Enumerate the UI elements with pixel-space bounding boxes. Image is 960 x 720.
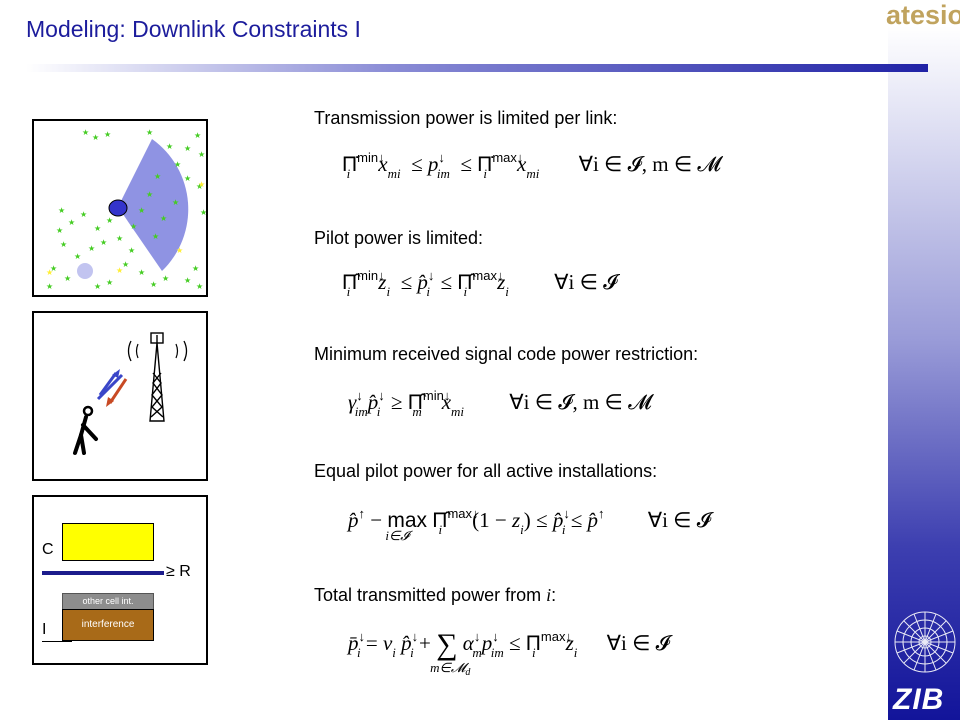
title-rule [26, 64, 928, 72]
svg-text:★: ★ [150, 280, 157, 289]
svg-text:★: ★ [160, 214, 167, 223]
svg-text:★: ★ [64, 274, 71, 283]
ci-panel: C ≥ R other cell int. interference I [32, 495, 208, 665]
svg-text:★: ★ [116, 266, 123, 275]
r-label: ≥ R [166, 563, 191, 580]
svg-text:★: ★ [138, 268, 145, 277]
tower-icon [149, 332, 165, 422]
slide-title: Modeling: Downlink Constraints I [26, 16, 361, 42]
svg-text:★: ★ [196, 282, 203, 291]
quantifier-3: ∀i ∈ 𝓘, m ∈ 𝓜 [509, 390, 652, 414]
svg-text:★: ★ [106, 216, 113, 225]
svg-text:★: ★ [198, 180, 205, 189]
threshold-bar [42, 571, 164, 575]
svg-text:★: ★ [46, 268, 53, 277]
svg-text:★: ★ [46, 282, 53, 291]
svg-text:★: ★ [74, 252, 81, 261]
i-label: I [42, 621, 47, 638]
svg-text:★: ★ [58, 206, 65, 215]
heading-total-power: Total transmitted power from i: [314, 585, 557, 605]
svg-text:★: ★ [94, 224, 101, 233]
svg-text:★: ★ [196, 182, 203, 191]
quantifier-5: ∀i ∈ 𝓘 [606, 631, 670, 655]
other-cell-box: other cell int. [62, 593, 154, 610]
interference-box: interference [62, 609, 154, 641]
station-marker [108, 199, 128, 217]
svg-text:★: ★ [184, 276, 191, 285]
antenna-sector [118, 139, 189, 271]
heading-total-text: Total transmitted power from [314, 585, 547, 605]
svg-text:★: ★ [200, 208, 206, 217]
baseline [42, 641, 72, 642]
svg-text:★: ★ [128, 246, 135, 255]
heading-rscp: Minimum received signal code power restr… [314, 344, 699, 364]
svg-text:★: ★ [154, 172, 161, 181]
svg-text:★: ★ [192, 264, 199, 273]
secondary-station [77, 263, 93, 279]
sidebar-gradient [888, 26, 960, 720]
svg-text:★: ★ [166, 142, 173, 151]
svg-text:★: ★ [50, 264, 57, 273]
svg-text:★: ★ [152, 232, 159, 241]
svg-text:★: ★ [194, 131, 201, 140]
svg-text:★: ★ [82, 128, 89, 137]
svg-text:★: ★ [92, 133, 99, 142]
svg-text:★: ★ [94, 282, 101, 291]
quantifier-2: ∀i ∈ 𝓘 [554, 270, 618, 294]
signal-box [62, 523, 154, 561]
svg-text:★: ★ [184, 144, 191, 153]
svg-text:★: ★ [176, 246, 183, 255]
svg-text:★: ★ [60, 240, 67, 249]
c-label: C [42, 541, 54, 558]
quantifier-1: ∀i ∈ 𝓘, m ∈ 𝓜 [578, 152, 721, 176]
svg-text:★: ★ [184, 174, 191, 183]
svg-text:★: ★ [104, 130, 111, 139]
person-icon [73, 405, 98, 455]
svg-text:★: ★ [146, 128, 153, 137]
svg-text:★: ★ [100, 238, 107, 247]
downlink-arrow [108, 378, 128, 404]
quantifier-4: ∀i ∈ 𝓘 [647, 508, 711, 532]
atesio-logo: atesio [886, 0, 960, 30]
svg-text:★: ★ [162, 274, 169, 283]
svg-text:★: ★ [146, 190, 153, 199]
link-panel [32, 311, 208, 481]
heading-transmission: Transmission power is limited per link: [314, 108, 618, 128]
heading-pilot: Pilot power is limited: [314, 228, 484, 248]
zib-logo-text: ZIB [893, 683, 945, 716]
uplink-arrow [96, 373, 124, 401]
svg-text:★: ★ [68, 218, 75, 227]
svg-text:★: ★ [116, 234, 123, 243]
svg-text:★: ★ [88, 244, 95, 253]
svg-text:★: ★ [80, 210, 87, 219]
svg-text:★: ★ [106, 278, 113, 287]
sector-map: ★★★★ ★★★★ ★★★★ ★★★★ ★★★★ ★★★★ ★★★★ ★★★★ … [46, 128, 207, 291]
link-illustration [73, 332, 188, 455]
sector-map-panel: ★★★★ ★★★★ ★★★★ ★★★★ ★★★★ ★★★★ ★★★★ ★★★★ … [32, 119, 208, 297]
svg-text:★: ★ [174, 160, 181, 169]
svg-text:★: ★ [130, 222, 137, 231]
svg-text:★: ★ [56, 226, 63, 235]
heading-equal-pilot: Equal pilot power for all active install… [314, 461, 658, 481]
svg-text:★: ★ [198, 150, 205, 159]
svg-text:★: ★ [172, 198, 179, 207]
zib-logo-graphic [894, 611, 956, 673]
svg-text:★: ★ [138, 206, 145, 215]
svg-text:★: ★ [122, 260, 129, 269]
